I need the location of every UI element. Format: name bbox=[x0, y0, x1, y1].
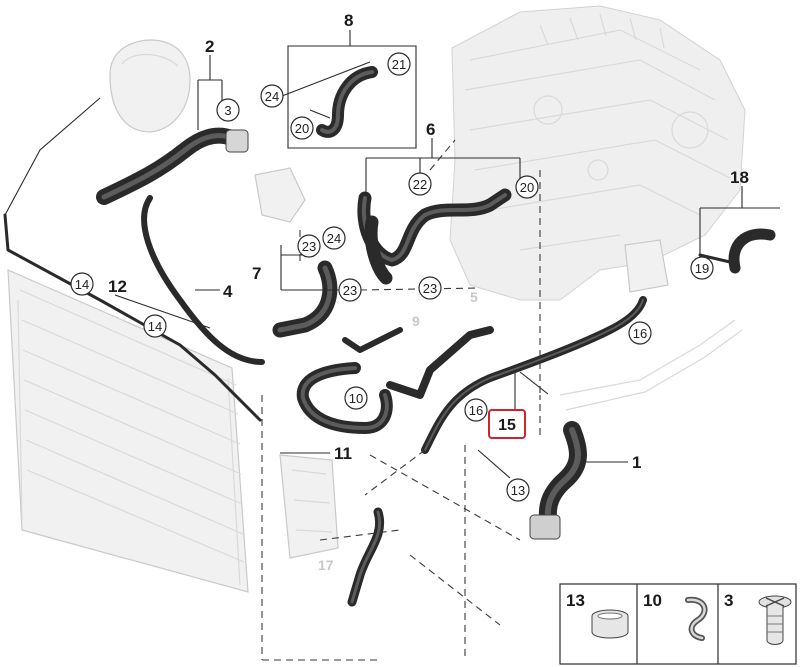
legend-10-label: 10 bbox=[643, 591, 662, 610]
highlight-15-label: 15 bbox=[498, 417, 516, 434]
circled-13: 13 bbox=[511, 483, 525, 498]
parts-legend: 13 10 3 bbox=[559, 583, 797, 665]
circled-20b: 20 bbox=[520, 180, 534, 195]
callout-8: 8 bbox=[344, 11, 353, 30]
circled-10: 10 bbox=[349, 391, 363, 406]
callout-6: 6 bbox=[426, 120, 435, 139]
circled-24b: 24 bbox=[327, 231, 341, 246]
callout-11: 11 bbox=[334, 444, 352, 463]
circled-16b: 16 bbox=[469, 403, 483, 418]
coolant-pipe-bracket bbox=[559, 239, 743, 411]
coolant-reservoir bbox=[279, 454, 339, 559]
circled-23: 23 bbox=[302, 239, 316, 254]
leader-lines bbox=[4, 30, 780, 479]
drain-plug-icon bbox=[758, 595, 792, 645]
circled-21: 21 bbox=[392, 57, 406, 72]
circled-23b: 23 bbox=[343, 283, 357, 298]
hoses bbox=[3, 66, 776, 607]
circled-24: 24 bbox=[265, 89, 279, 104]
circled-14: 14 bbox=[75, 277, 89, 292]
expansion-tank bbox=[109, 39, 191, 133]
callout-7: 7 bbox=[252, 264, 261, 283]
legend-3-label: 3 bbox=[724, 591, 733, 610]
thermostat-housing bbox=[254, 167, 306, 223]
circled-23c: 23 bbox=[423, 281, 437, 296]
callout-12: 12 bbox=[108, 277, 127, 296]
circled-20: 20 bbox=[295, 121, 309, 136]
legend-13-label: 13 bbox=[566, 591, 585, 610]
callout-18: 18 bbox=[730, 168, 749, 187]
callout-numbers: 2 8 6 18 4 7 12 11 1 5 9 17 bbox=[108, 11, 749, 573]
callout-17: 17 bbox=[318, 557, 334, 573]
callout-2: 2 bbox=[205, 37, 214, 56]
callout-4: 4 bbox=[223, 282, 233, 301]
circled-16: 16 bbox=[633, 326, 647, 341]
callout-5: 5 bbox=[470, 289, 478, 305]
circled-14b: 14 bbox=[148, 319, 162, 334]
callout-9: 9 bbox=[412, 313, 420, 329]
spring-clip-icon bbox=[685, 596, 708, 641]
circled-22: 22 bbox=[413, 177, 427, 192]
callout-1: 1 bbox=[632, 453, 641, 472]
circled-part-numbers: 3 24 21 20 22 20 23 24 23 23 19 14 14 16… bbox=[70, 52, 714, 502]
circled-19: 19 bbox=[695, 261, 709, 276]
hose-clamp-icon bbox=[591, 609, 629, 639]
engine-block bbox=[449, 5, 746, 301]
radiator bbox=[7, 269, 249, 593]
highlighted-part-15[interactable]: 15 bbox=[488, 409, 526, 439]
circled-3: 3 bbox=[224, 103, 231, 118]
